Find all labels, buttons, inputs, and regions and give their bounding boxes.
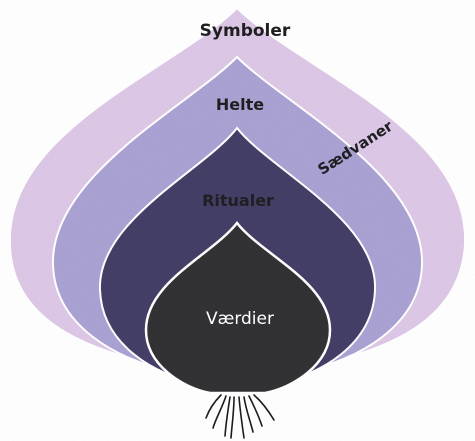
label-symbols: Symboler: [200, 21, 291, 41]
label-rituals: Ritualer: [202, 191, 274, 210]
label-values: Værdier: [206, 309, 274, 329]
label-heroes: Helte: [216, 95, 264, 114]
